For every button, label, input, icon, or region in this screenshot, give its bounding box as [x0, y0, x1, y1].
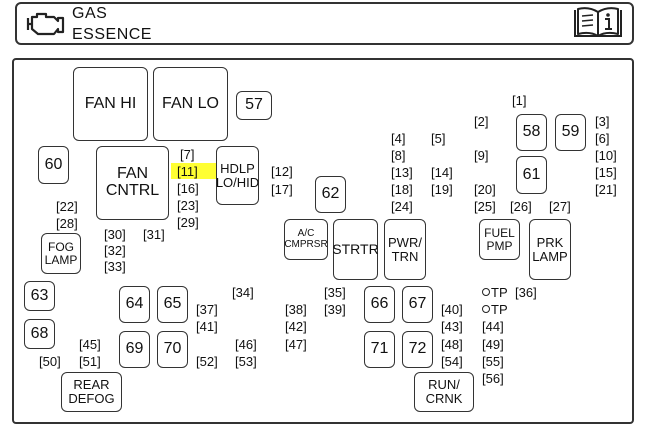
fuse-6: [6]: [595, 131, 610, 146]
fuse-8: [8]: [391, 148, 406, 163]
fuse-17: [17]: [271, 182, 293, 197]
fuse-3: [3]: [595, 114, 610, 129]
fuse-12: [12]: [271, 164, 293, 179]
relay-strtr: STRTR: [332, 219, 379, 280]
fuse-24: [24]: [391, 199, 413, 214]
fuse-14: [14]: [431, 165, 453, 180]
fuse-27: [27]: [549, 199, 571, 214]
fuse-39: [39]: [324, 302, 346, 317]
test-point-1-label: TP: [491, 285, 508, 300]
fuse-23: [23]: [177, 198, 199, 213]
relay-pwr-trn: PWR/ TRN: [384, 219, 426, 280]
fuse-30: [30]: [104, 227, 126, 242]
relay-run-crnk: RUN/ CRNK: [414, 372, 474, 412]
engine-icon: [26, 12, 65, 36]
fuse-31: [31]: [143, 227, 165, 242]
relay-rear-defog: REAR DEFOG: [61, 372, 122, 412]
fuse-7: [7]: [180, 147, 195, 162]
fuse-4: [4]: [391, 131, 406, 146]
relay-hdlp-lo-hid: HDLP LO/HID: [216, 146, 259, 205]
fuse-48: [48]: [441, 337, 463, 352]
fuse-11: [11]: [177, 164, 198, 179]
fuse-51: [51]: [79, 354, 101, 369]
relay-71: 71: [364, 331, 395, 368]
fuse-38: [38]: [285, 302, 307, 317]
fuse-42: [42]: [285, 319, 307, 334]
fuse-47: [47]: [285, 337, 307, 352]
fuse-15: [15]: [595, 165, 617, 180]
fuse-43: [43]: [441, 319, 463, 334]
fuse-21: [21]: [595, 182, 617, 197]
fuse-19: [19]: [431, 182, 453, 197]
header-line-essence: ESSENCE: [72, 26, 152, 43]
fuse-46: [46]: [235, 337, 257, 352]
fuse-41: [41]: [196, 319, 218, 334]
relay-69: 69: [119, 331, 150, 368]
fuse-50: [50]: [39, 354, 61, 369]
owners-manual-icon: [574, 7, 622, 37]
fuse-28: [28]: [56, 216, 78, 231]
relay-65: 65: [157, 286, 188, 323]
fuse-10: [10]: [595, 148, 617, 163]
relay-66: 66: [364, 286, 395, 323]
relay-63: 63: [24, 281, 55, 311]
fuse-54: [54]: [441, 354, 463, 369]
fuse-56: [56]: [482, 371, 504, 386]
fuse-33: [33]: [104, 259, 126, 274]
fuse-box-header: [15, 2, 634, 45]
fuse-45: [45]: [79, 337, 101, 352]
fuse-37: [37]: [196, 302, 218, 317]
relay-ac-cmprsr: A/C CMPRSR: [284, 219, 328, 260]
relay-70: 70: [157, 331, 188, 368]
header-line-gas: GAS: [72, 5, 108, 22]
fuse-52: [52]: [196, 354, 218, 369]
fuse-20: [20]: [474, 182, 496, 197]
fuse-32: [32]: [104, 243, 126, 258]
relay-62: 62: [315, 176, 346, 213]
relay-67: 67: [402, 286, 433, 323]
relay-fan-hi: FAN HI: [73, 67, 148, 141]
test-point-circle-icon: [482, 305, 490, 313]
test-point-1: TP: [482, 286, 508, 299]
fuse-16: [16]: [177, 181, 199, 196]
test-point-2-label: TP: [491, 302, 508, 317]
relay-57: 57: [236, 91, 272, 120]
fuse-panel-outline: [12, 58, 634, 424]
fuse-25: [25]: [474, 199, 496, 214]
relay-prk-lamp: PRK LAMP: [529, 219, 571, 280]
fuse-53: [53]: [235, 354, 257, 369]
relay-fan-lo: FAN LO: [153, 67, 228, 141]
fuse-18: [18]: [391, 182, 413, 197]
fuse-11-highlight: [171, 163, 217, 179]
relay-68: 68: [24, 319, 55, 349]
fuse-26: [26]: [510, 199, 532, 214]
fuse-22: [22]: [56, 199, 78, 214]
fuse-9: [9]: [474, 148, 489, 163]
relay-59: 59: [555, 114, 586, 151]
test-point-2: TP: [482, 303, 508, 316]
fuse-2: [2]: [474, 114, 489, 129]
relay-fan-cntrl: FAN CNTRL: [96, 146, 169, 220]
relay-fuel-pmp: FUEL PMP: [479, 219, 520, 260]
fuse-5: [5]: [431, 131, 446, 146]
fuse-44: [44]: [482, 319, 504, 334]
fuse-55: [55]: [482, 354, 504, 369]
relay-72: 72: [402, 331, 433, 368]
test-point-circle-icon: [482, 288, 490, 296]
relay-fog-lamp: FOG LAMP: [41, 233, 81, 274]
fuse-35: [35]: [324, 285, 346, 300]
fuse-49: [49]: [482, 337, 504, 352]
relay-58: 58: [516, 114, 547, 151]
fuse-29: [29]: [177, 215, 199, 230]
fuse-1: [1]: [512, 93, 527, 108]
fuse-36: [36]: [515, 285, 537, 300]
fuse-13: [13]: [391, 165, 413, 180]
relay-61: 61: [516, 156, 547, 194]
fuse-40: [40]: [441, 302, 463, 317]
fuse-34: [34]: [232, 285, 254, 300]
relay-64: 64: [119, 286, 150, 323]
relay-60: 60: [38, 146, 69, 184]
